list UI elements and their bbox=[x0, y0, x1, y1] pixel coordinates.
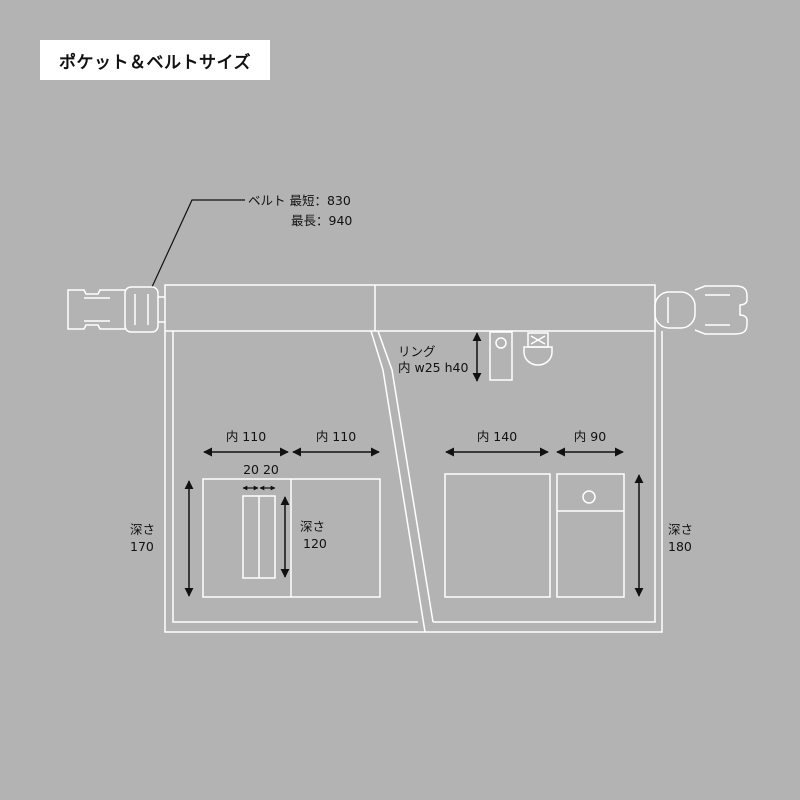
inner-depth-label: 深さ bbox=[300, 519, 325, 534]
title-badge: ポケット＆ベルトサイズ bbox=[40, 40, 270, 80]
belt-band bbox=[164, 284, 656, 332]
left-depth-label: 深さ bbox=[130, 522, 155, 537]
snap-button bbox=[582, 490, 596, 504]
left-width-label-a: 内 110 bbox=[226, 429, 266, 444]
pen-width-label: 20 20 bbox=[243, 462, 279, 477]
right-width-label-a: 内 140 bbox=[477, 429, 517, 444]
clip-icon bbox=[523, 332, 553, 366]
pen-slots bbox=[242, 495, 276, 579]
right-pocket-large bbox=[444, 473, 551, 598]
bag-body bbox=[164, 330, 663, 633]
ring-holder bbox=[489, 331, 513, 381]
right-width-label-b: 内 90 bbox=[574, 429, 606, 444]
left-width-label-b: 内 110 bbox=[316, 429, 356, 444]
ring-label: リング bbox=[398, 344, 436, 359]
page-title: ポケット＆ベルトサイズ bbox=[59, 52, 251, 73]
left-depth-value: 170 bbox=[130, 539, 154, 554]
right-depth-label: 深さ bbox=[668, 522, 693, 537]
belt-length-label: ベルト 最短：830 bbox=[248, 193, 351, 208]
ring-size-label: 内 w25 h40 bbox=[398, 360, 468, 375]
ring-hole bbox=[495, 337, 507, 349]
left-pocket bbox=[202, 478, 381, 598]
inner-depth-value: 120 bbox=[303, 536, 327, 551]
left-buckle bbox=[67, 286, 165, 333]
right-depth-value: 180 bbox=[668, 539, 692, 554]
belt-max-label: 最長：940 bbox=[291, 213, 352, 228]
right-buckle bbox=[654, 285, 748, 335]
belt-leader-line bbox=[151, 199, 245, 288]
right-pocket-small bbox=[556, 473, 625, 598]
